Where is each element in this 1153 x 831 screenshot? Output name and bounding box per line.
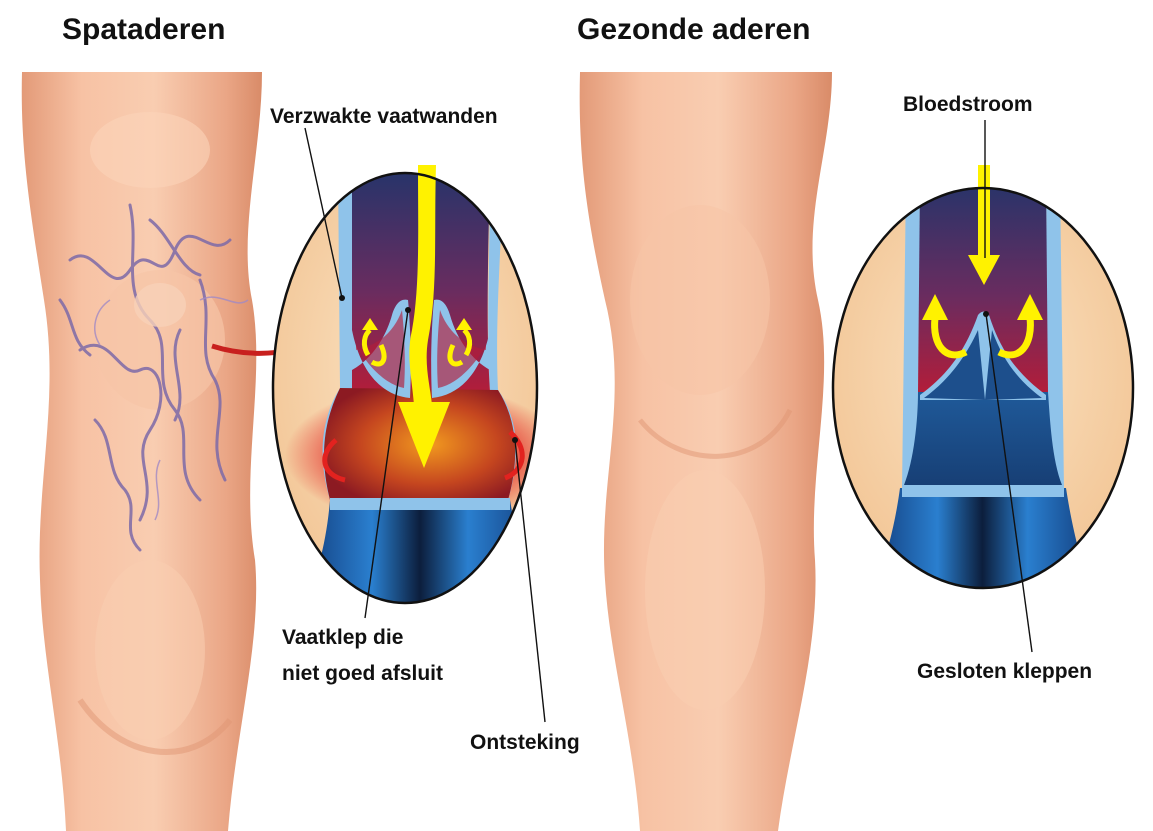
label-blood-flow: Bloedstroom [903,93,1033,116]
title-varicose: Spataderen [62,13,225,46]
varicose-vein-closeup [273,165,565,620]
label-weakened-walls: Verzwakte vaatwanden [270,105,498,128]
healthy-vein-closeup [833,165,1133,600]
right-leg [580,72,832,831]
label-faulty-valve-line2: niet goed afsluit [282,662,443,685]
label-inflammation: Ontsteking [470,731,580,754]
label-closed-valves: Gesloten kleppen [917,660,1092,683]
label-faulty-valve-line1: Vaatklep die [282,626,403,649]
title-healthy: Gezonde aderen [577,13,810,46]
